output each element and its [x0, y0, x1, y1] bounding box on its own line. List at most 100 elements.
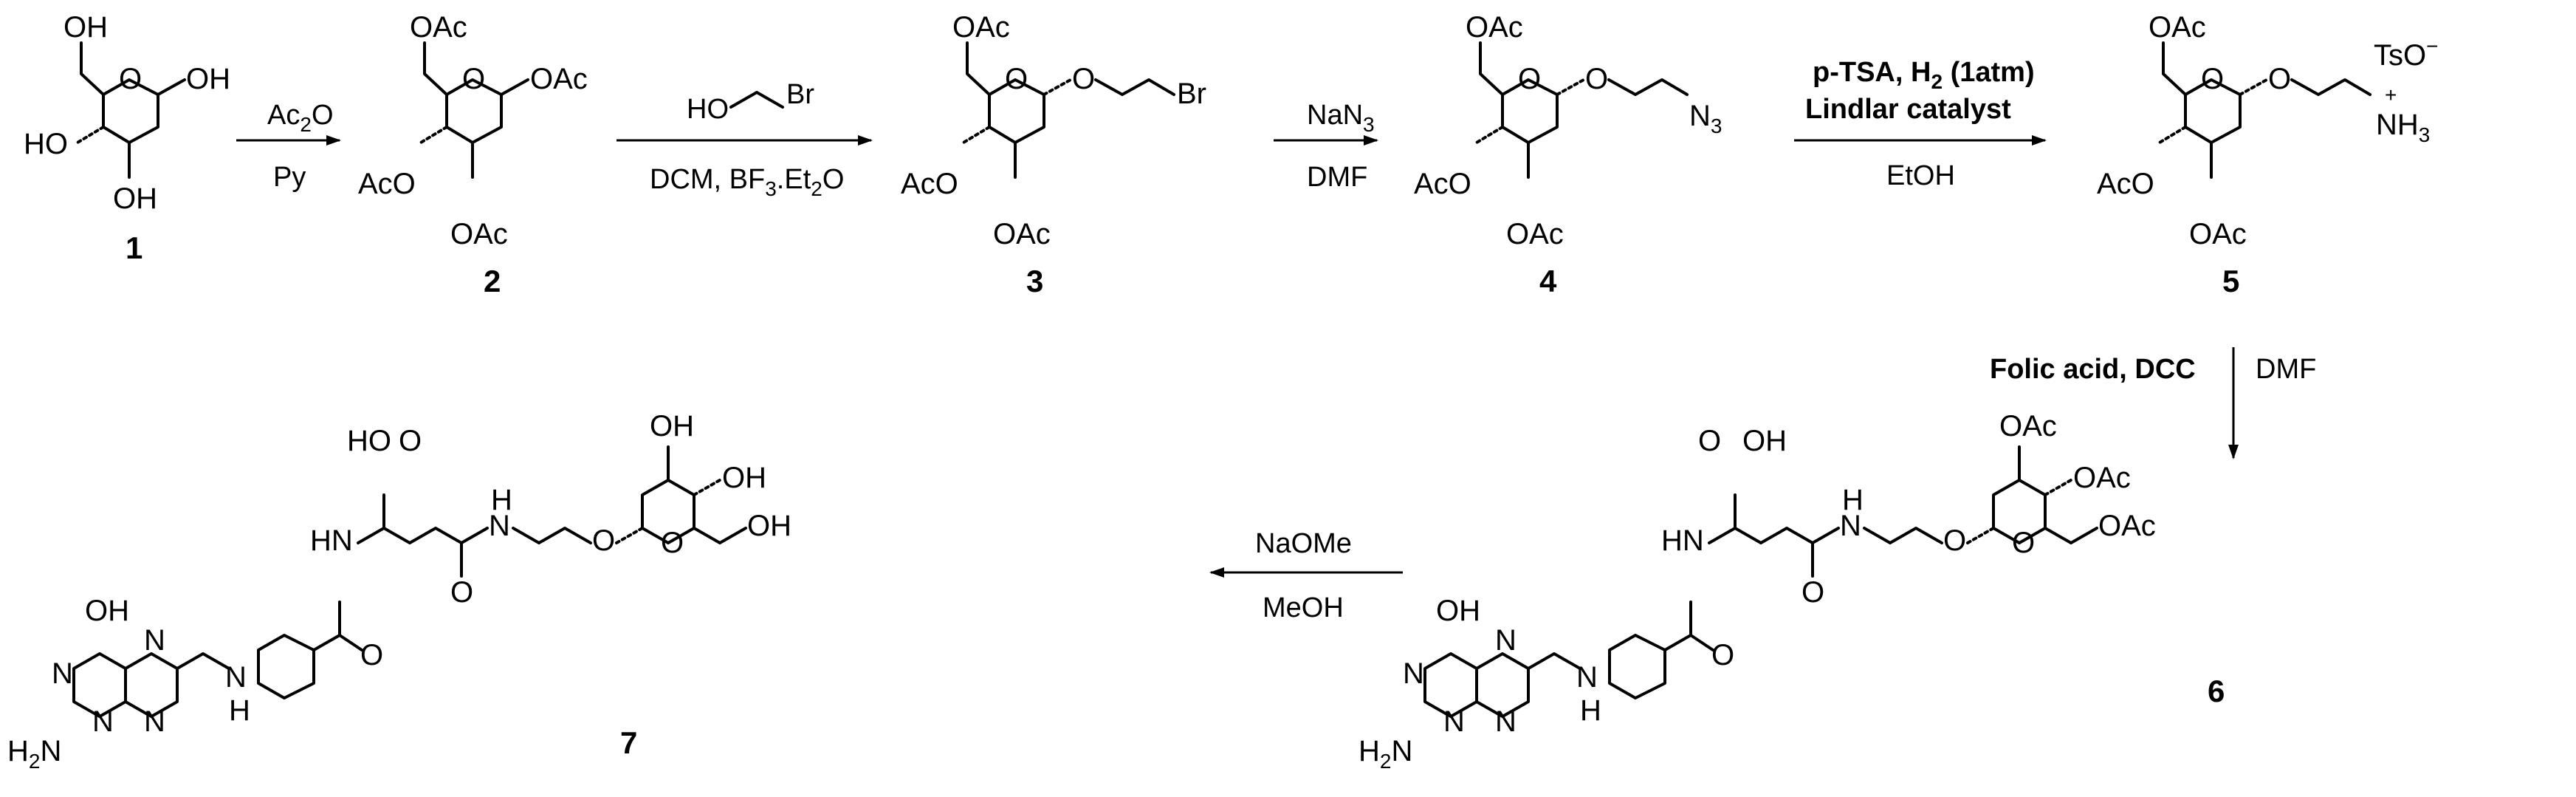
c6-oac-a: OAc	[1999, 410, 2057, 442]
c1-oh-anomeric: OH	[186, 63, 230, 95]
reagent-2-top-ho: HO	[687, 94, 729, 125]
c2-oac-anomeric: OAc	[530, 63, 588, 95]
c7-hn: HN	[310, 524, 353, 557]
c6-amide2-o: O	[1802, 576, 1824, 609]
c7-cooh-oh: O	[399, 425, 422, 457]
c6-amide-o: O	[1711, 639, 1734, 671]
reagent-2-bottom: DCM, BF3.Et2O	[650, 164, 844, 200]
c6-glycosidic-o: O	[1943, 524, 1966, 557]
compound-label-1: 1	[126, 230, 142, 265]
compound-6: OH N N N N H2N N H O HN O OH O N H O O	[1359, 410, 2225, 773]
c7-amide2-h: H	[491, 484, 512, 516]
c7-amide2-n: N	[489, 510, 510, 542]
reagent-2-chain	[729, 91, 784, 109]
reagent-5-right: DMF	[2256, 354, 2316, 385]
compound-7: OH N N N N H2N N H O HN HO O O N H O O O…	[7, 410, 791, 773]
c7-oh-c: OH	[747, 510, 791, 542]
c4-oac-c3: OAc	[1506, 218, 1564, 250]
c1-ring-o: O	[119, 63, 142, 95]
reagent-3-bottom: DMF	[1307, 162, 1367, 193]
c7-oh-a: OH	[650, 410, 694, 442]
c7-glycosidic-o: O	[592, 524, 615, 557]
c7-amide-o: O	[360, 639, 383, 671]
c2-aco-c4: AcO	[358, 168, 416, 200]
c2-oac-top: OAc	[410, 11, 467, 44]
c6-n-a: N	[1403, 657, 1424, 690]
c5-ring-o: O	[2201, 63, 2224, 95]
c6-nh-n: N	[1576, 661, 1598, 694]
reaction-arrow-1: Ac2O Py	[236, 100, 341, 193]
c7-h2n: H2N	[7, 735, 61, 773]
reagent-6-bottom: MeOH	[1263, 592, 1344, 623]
compound-label-4: 4	[1539, 264, 1557, 298]
compound-label-2: 2	[484, 264, 501, 298]
c7-oh-pterin: OH	[85, 595, 129, 627]
compound-5: OAc O O NH3 + TsO− AcO OAc 5	[2097, 11, 2438, 298]
c7-n-a: N	[52, 657, 73, 690]
c3-ring-o: O	[1005, 63, 1028, 95]
c6-n-b: N	[1443, 705, 1465, 738]
reaction-arrow-5: Folic acid, DCC DMF	[1990, 347, 2316, 459]
c6-oac-c: OAc	[2098, 510, 2156, 542]
c5-plus: +	[2385, 83, 2397, 106]
compound-label-7: 7	[620, 725, 637, 760]
c6-amide2-h: H	[1842, 484, 1864, 516]
c6-nh-h: H	[1580, 694, 1601, 727]
reaction-arrow-3: NaN3 DMF	[1274, 100, 1378, 193]
c2-ring-o: O	[462, 63, 485, 95]
c3-glycosidic-o: O	[1072, 63, 1095, 95]
c4-aco-c4: AcO	[1414, 168, 1471, 200]
compound-label-3: 3	[1026, 264, 1043, 298]
compound-label-5: 5	[2222, 264, 2239, 298]
c6-n-d: N	[1495, 705, 1517, 738]
reagent-4-mid: Lindlar catalyst	[1805, 94, 2011, 125]
reagent-1-top: Ac2O	[267, 100, 334, 136]
c6-ring-o: O	[2012, 527, 2035, 559]
c5-glycosidic-o: O	[2268, 63, 2291, 95]
c7-n-d: N	[144, 705, 165, 738]
compound-4: OAc O O N3 AcO OAc 4	[1414, 11, 1722, 298]
reagent-4-bottom: EtOH	[1886, 160, 1955, 191]
c2-oac-c3: OAc	[450, 218, 508, 250]
reagent-2-top-br: Br	[786, 79, 814, 110]
reaction-arrow-2: HO Br DCM, BF3.Et2O	[616, 79, 873, 200]
c3-oac-top: OAc	[952, 11, 1010, 44]
c3-oac-c3: OAc	[993, 218, 1051, 250]
c7-nh-n: N	[225, 661, 247, 694]
c7-n-c: N	[144, 624, 165, 657]
compound-3: OAc O O Br AcO OAc 3	[901, 11, 1206, 298]
c7-n-b: N	[92, 705, 114, 738]
c6-cooh-o: O	[1698, 425, 1721, 457]
c5-tosylate: TsO−	[2374, 35, 2438, 72]
c6-hn: HN	[1661, 524, 1704, 557]
reagent-3-top: NaN3	[1307, 100, 1375, 136]
c7-oh-b: OH	[722, 462, 766, 494]
c6-n-c: N	[1495, 624, 1517, 657]
compound-2: OAc O OAc AcO OAc 2	[358, 11, 588, 298]
reagent-4-top: p-TSA, H2 (1atm)	[1813, 57, 2035, 93]
reagent-1-bottom: Py	[273, 162, 306, 193]
compound-1: OH O OH HO OH 1	[24, 11, 230, 265]
c7-ring-o: O	[661, 527, 684, 559]
c1-oh-top: OH	[63, 11, 108, 44]
c6-oh-pterin: OH	[1436, 595, 1480, 627]
reaction-arrow-6: NaOMe MeOH	[1209, 528, 1403, 623]
c4-ring-o: O	[1518, 63, 1541, 95]
c1-oh-c3: OH	[113, 182, 157, 215]
c4-glycosidic-o: O	[1585, 63, 1608, 95]
c3-aco-c4: AcO	[901, 168, 958, 200]
reaction-arrow-4: p-TSA, H2 (1atm) Lindlar catalyst EtOH	[1794, 57, 2047, 191]
c4-oac-top: OAc	[1466, 11, 1523, 44]
c4-azide: N3	[1689, 100, 1722, 137]
c6-cooh-oh: OH	[1742, 425, 1787, 457]
c6-amide2-n: N	[1840, 510, 1861, 542]
c7-amide2-o: O	[450, 576, 473, 609]
c5-oac-c3: OAc	[2189, 218, 2247, 250]
c5-oac-top: OAc	[2149, 11, 2206, 44]
c5-ammonium: NH3	[2376, 109, 2430, 146]
c6-oac-b: OAc	[2073, 462, 2131, 494]
compound-label-6: 6	[2208, 674, 2225, 708]
c7-cooh-o: HO	[347, 425, 391, 457]
c1-oh-c4: HO	[24, 128, 68, 160]
